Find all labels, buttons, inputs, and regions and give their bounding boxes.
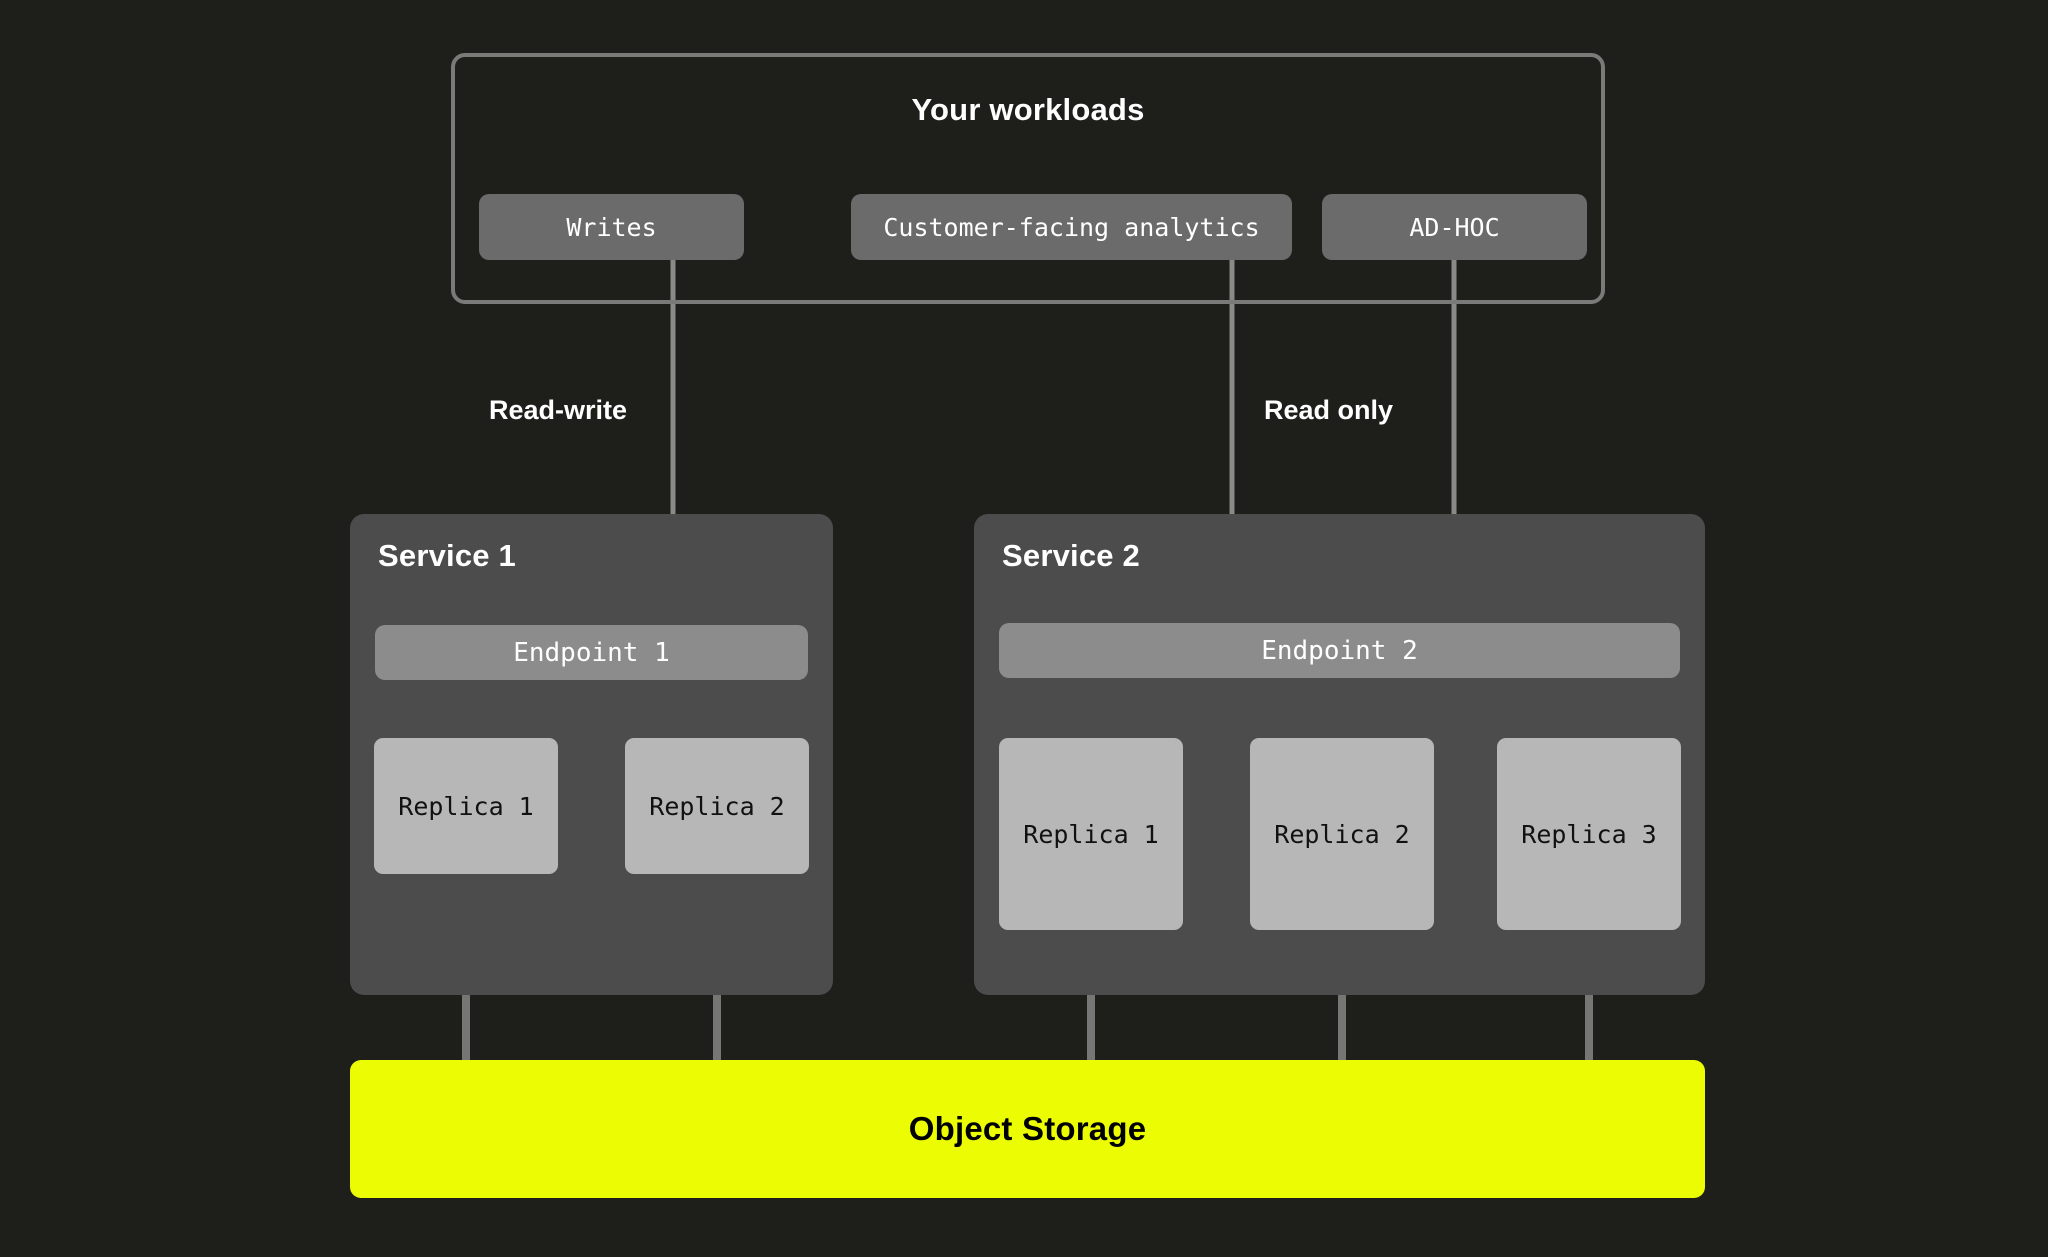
service-2-title: Service 2 <box>1002 538 1140 573</box>
workload-chip-ad-hoc[interactable]: AD-HOC <box>1322 194 1587 260</box>
edge-label-read-only: Read only <box>1264 395 1394 425</box>
endpoint-1[interactable]: Endpoint 1 <box>375 625 808 680</box>
service-2-replica-3[interactable]: Replica 3 <box>1497 738 1681 930</box>
object-storage-bar[interactable]: Object Storage <box>350 1060 1705 1198</box>
service-1-replica-1[interactable]: Replica 1 <box>374 738 558 874</box>
your-workloads-title: Your workloads <box>911 92 1145 127</box>
workload-chip-customer-facing-analytics[interactable]: Customer-facing analytics <box>851 194 1292 260</box>
service-2-replica-2[interactable]: Replica 2 <box>1250 738 1434 930</box>
service-1-replica-2[interactable]: Replica 2 <box>625 738 809 874</box>
service-2-replica-1[interactable]: Replica 1 <box>999 738 1183 930</box>
service-1-title: Service 1 <box>378 538 516 573</box>
endpoint-2[interactable]: Endpoint 2 <box>999 623 1680 678</box>
edge-label-read-write: Read-write <box>489 395 628 425</box>
workload-chip-writes[interactable]: Writes <box>479 194 744 260</box>
your-workloads-container: Your workloads <box>451 53 1605 304</box>
